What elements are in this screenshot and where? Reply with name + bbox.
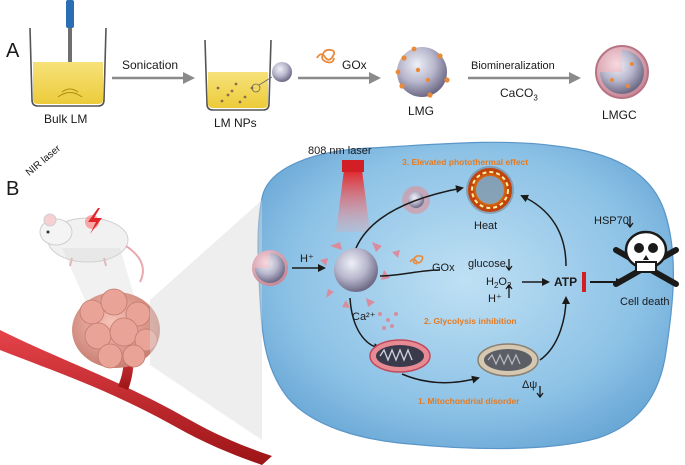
gox-cell-label: GOx: [432, 262, 455, 274]
arrow-mito-disorder: [401, 373, 480, 384]
direction-arrows: [505, 216, 634, 399]
gox-label: GOx: [342, 58, 367, 72]
lmgc-particle: [595, 45, 649, 99]
effect-2-label: 2. Glycolysis inhibition: [424, 316, 517, 326]
mitochondrion-damaged: [477, 343, 539, 377]
bulk-lm-label: Bulk LM: [44, 112, 88, 126]
nir-laser-icon: [88, 208, 102, 234]
atp-inhibit-bar: [582, 272, 586, 292]
lm-nps-label: LM NPs: [214, 116, 257, 130]
zoom-cone-2: [150, 200, 262, 440]
lmgc-incoming: [252, 250, 288, 286]
caco3-subscript: 3: [533, 93, 538, 103]
h2o2-sub1: 2: [493, 281, 499, 291]
sonication-label: Sonication: [122, 58, 179, 72]
arrow-mito-to-atp: [539, 296, 570, 361]
h2o2-o: O: [498, 276, 507, 288]
arrow-to-gox: [379, 269, 441, 277]
laser-beam: [336, 170, 370, 232]
panel-a-label: A: [6, 40, 20, 62]
hsp70-label: HSP70: [594, 215, 629, 227]
lmgc-label: LMGC: [602, 108, 637, 122]
atp-label: ATP: [554, 275, 578, 289]
cell-death-label: Cell death: [620, 296, 670, 308]
laser-head: [342, 160, 364, 172]
ca-label: Ca²⁺: [352, 311, 376, 323]
fire-ring: [466, 166, 514, 214]
h-plus-2-label: H⁺: [488, 293, 502, 305]
effect-1-label: 1. Mitochondrial disorder: [418, 396, 520, 406]
effect-3-label: 3. Elevated photothermal effect: [402, 157, 529, 167]
gox-enzyme-icon-cell: [409, 255, 424, 265]
gox-enzyme-icon: [316, 48, 336, 64]
caco3-prefix: CaCO: [500, 86, 534, 100]
beaker-lm-nps: [204, 39, 292, 111]
arrow-to-heat: [355, 185, 464, 249]
glucose-label: glucose: [468, 258, 506, 270]
skull-icon: [613, 230, 679, 287]
heat-label: Heat: [474, 220, 498, 232]
h-plus-label: H⁺: [300, 253, 314, 265]
caco3-label: CaCO3: [500, 86, 538, 102]
degrading-particle: [320, 242, 400, 308]
h2o2-h: H: [486, 276, 494, 288]
h2o2-sub2: 2: [506, 281, 512, 291]
mitochondrion-healthy: [369, 339, 431, 373]
psi-label: Δψ: [522, 379, 538, 391]
lmg-label: LMG: [408, 104, 435, 118]
ca-dots: [378, 312, 398, 330]
biomineralization-label: Biomineralization: [471, 60, 555, 72]
arrow-atp-to-heat: [520, 194, 567, 267]
beaker-bulk-lm: [29, 0, 107, 107]
h2o2-label: H2O2: [486, 276, 511, 290]
panel-b-label: B: [6, 178, 20, 200]
laser-808-label: 808 nm laser: [308, 145, 372, 157]
lmg-particle: [395, 46, 450, 98]
tumor-cluster: [72, 288, 160, 369]
